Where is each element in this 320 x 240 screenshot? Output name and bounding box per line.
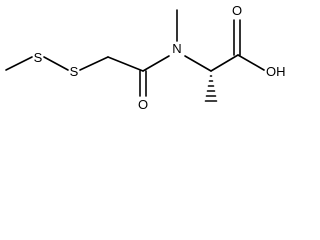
atom-s2: S: [70, 64, 79, 79]
bond-s1-s2: [43, 56, 69, 71]
bond-n-alpha: [184, 55, 212, 72]
bond-ch2-carbonyl: [107, 56, 144, 72]
atom-n: N: [172, 41, 181, 56]
bond-alpha-carboxyl: [210, 54, 239, 72]
atom-o-acid: O: [232, 3, 242, 18]
bond-carbonyl-n: [142, 55, 170, 72]
atom-s1: S: [34, 50, 43, 65]
bond-methyl-s1: [5, 56, 33, 71]
atom-oh: OH: [266, 64, 286, 79]
atom-labels: S S N O O OH: [34, 3, 286, 112]
bond-carboxyl-oh: [237, 54, 265, 71]
hashed-wedge-bond: [204, 75, 218, 102]
atom-o-carbonyl: O: [138, 97, 148, 112]
bonds: [5, 9, 265, 102]
chemical-structure: S S N O O OH: [5, 3, 286, 112]
bond-s2-ch2: [79, 56, 109, 71]
